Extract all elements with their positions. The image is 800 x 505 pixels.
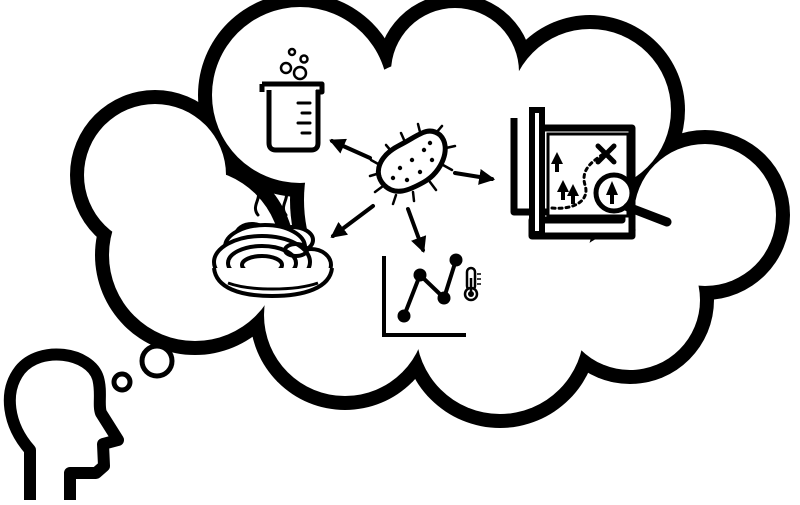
beaker-icon: [259, 47, 325, 153]
noodle-bowl-icon: [212, 179, 334, 299]
arrow-to-beaker: [329, 138, 372, 160]
head-silhouette-icon: [3, 348, 124, 500]
thought-bubble-icon: [111, 343, 175, 393]
treasure-map-magnifier-icon: [510, 107, 672, 240]
arrow-to-map: [453, 169, 496, 185]
thermometer-icon: [463, 266, 481, 302]
arrow-to-noodles: [330, 204, 375, 238]
bacterium-icon: [368, 122, 457, 206]
thought-cloud-icon: [70, 0, 790, 428]
arrow-to-chart: [406, 207, 427, 254]
connector-arrows: [329, 138, 496, 254]
line-chart-thermometer-icon: [382, 253, 481, 337]
